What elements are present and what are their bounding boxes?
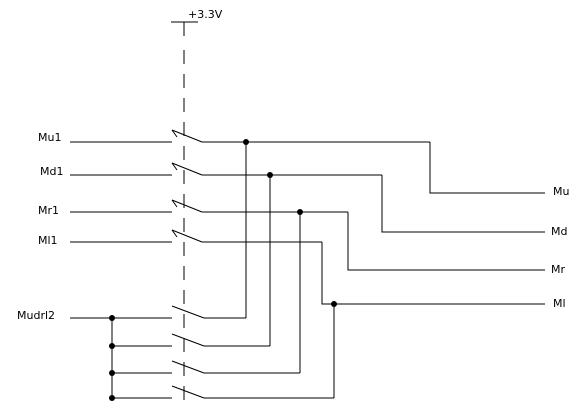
- switch-lower-3: [171, 212, 301, 374]
- junction-dot: [243, 139, 249, 145]
- input-label-mudrl2: Mudrl2: [17, 309, 55, 322]
- junction-dot: [109, 395, 115, 401]
- switch-lower-2: [171, 175, 271, 347]
- switch-mr1: [70, 199, 545, 271]
- switch-mu1: [70, 129, 545, 194]
- input-label-ml1: Ml1: [38, 234, 58, 247]
- input-label-mr1: Mr1: [38, 204, 59, 217]
- switch-lower-4: [171, 304, 335, 399]
- output-label-ml: Ml: [553, 297, 566, 310]
- junction-dot: [331, 301, 337, 307]
- mudrl2-bus: [70, 317, 172, 399]
- output-label-md: Md: [551, 225, 567, 238]
- supply-label: +3.3V: [188, 8, 223, 21]
- input-label-mu1: Mu1: [38, 131, 61, 144]
- junction-dot: [267, 172, 273, 178]
- output-label-mu: Mu: [553, 185, 569, 198]
- switch-ml1: [70, 229, 545, 305]
- junction-dot: [109, 370, 115, 376]
- junction-dot: [109, 315, 115, 321]
- supply-symbol: [171, 21, 198, 36]
- output-label-mr: Mr: [551, 263, 565, 276]
- switch-lower-1: [171, 142, 247, 319]
- input-label-md1: Md1: [40, 165, 63, 178]
- switch-md1: [70, 162, 545, 233]
- junction-dot: [109, 343, 115, 349]
- junction-dot: [297, 209, 303, 215]
